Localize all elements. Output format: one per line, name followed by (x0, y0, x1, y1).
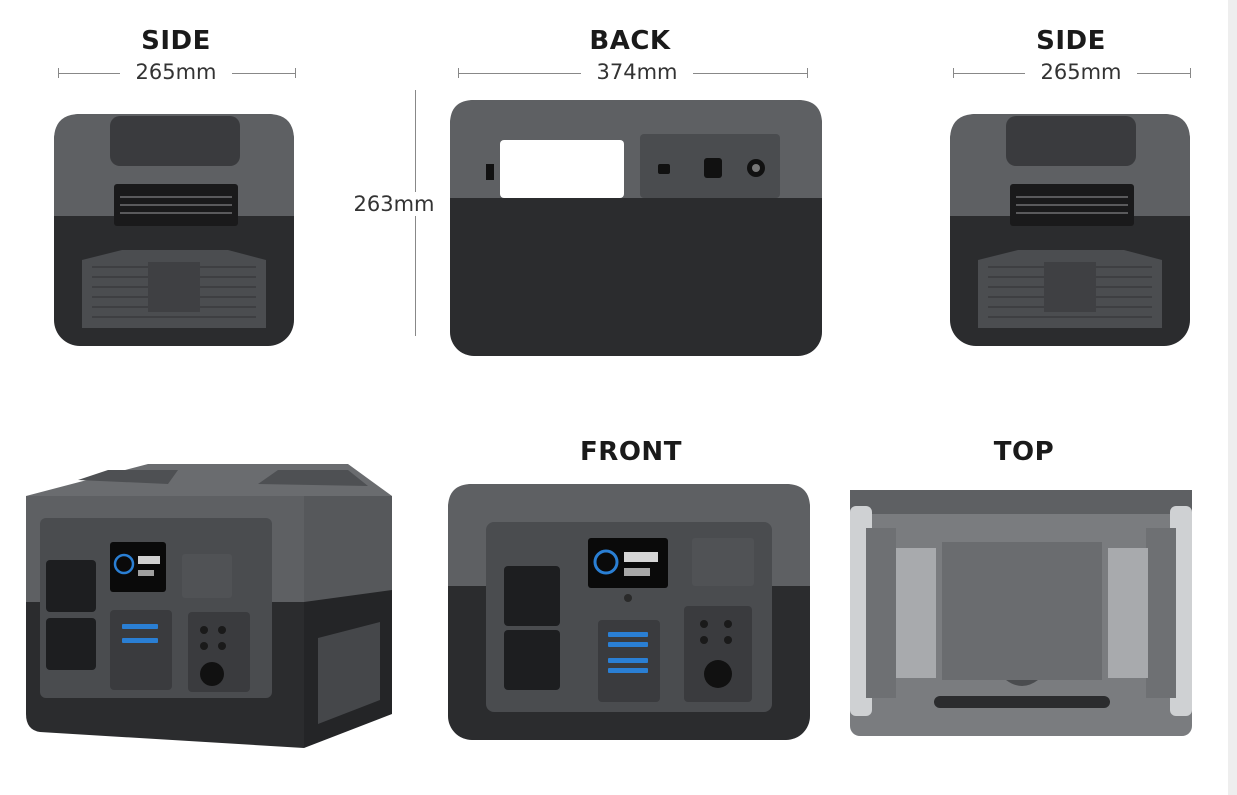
back-height-label: 263mm (344, 192, 444, 216)
perspective-view (18, 462, 398, 752)
side-right-dim-tick (1190, 68, 1191, 78)
side-right-dim-tick (953, 68, 954, 78)
side-right-view (948, 112, 1192, 350)
display-screen-icon (110, 542, 166, 592)
side-left-width-label: 265mm (120, 60, 232, 84)
top-view (846, 488, 1196, 740)
usb-port-icon (608, 632, 648, 637)
right-edge-strip (1228, 0, 1237, 795)
side-left-dim-tick (295, 68, 296, 78)
ac-outlet-icon (46, 560, 96, 612)
front-title: FRONT (580, 437, 682, 467)
usb-port-icon (608, 658, 648, 663)
car-socket-icon (200, 662, 224, 686)
ac-outlet-icon (504, 566, 560, 626)
side-right-title: SIDE (1036, 26, 1106, 56)
side-left-title: SIDE (141, 26, 211, 56)
front-view (446, 482, 812, 744)
back-width-label: 374mm (581, 60, 693, 84)
ac-outlet-icon (46, 618, 96, 670)
usb-port-icon (608, 668, 648, 673)
back-title: BACK (589, 26, 671, 56)
back-view (448, 98, 826, 362)
dc-port-icon (658, 164, 670, 174)
back-dim-tick (458, 68, 459, 78)
side-left-dim-tick (58, 68, 59, 78)
usb-port-icon (122, 624, 158, 629)
power-button-icon (624, 594, 632, 602)
side-left-view (52, 112, 296, 350)
ac-outlet-icon (704, 158, 722, 178)
usb-port-icon (122, 638, 158, 643)
back-dim-tick (807, 68, 808, 78)
side-right-width-label: 265mm (1025, 60, 1137, 84)
top-title: TOP (993, 437, 1055, 467)
car-socket-icon (704, 660, 732, 688)
ac-outlet-icon (504, 630, 560, 690)
usb-port-icon (608, 642, 648, 647)
display-screen-icon (588, 538, 668, 588)
